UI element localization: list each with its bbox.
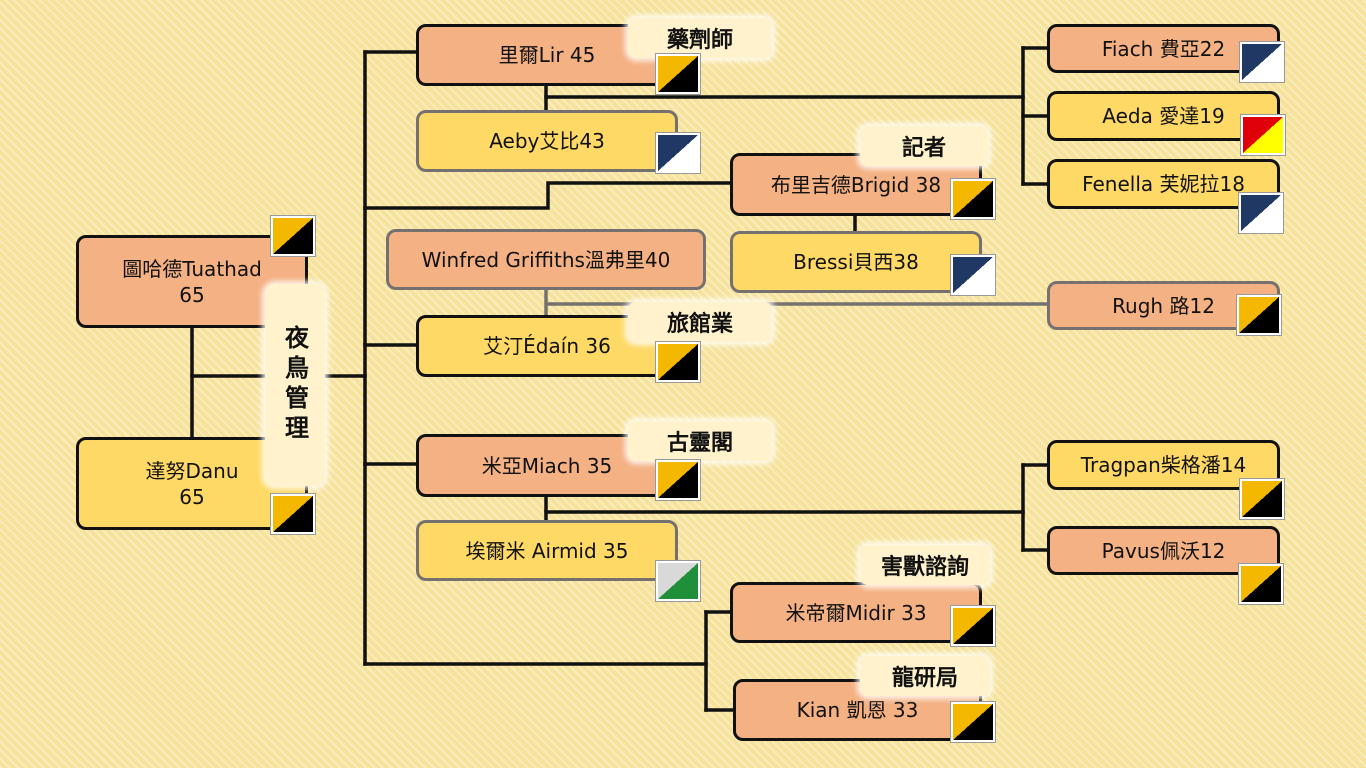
kian-label: Kian 凱恩 33 bbox=[796, 698, 919, 722]
lir-occupation-label: 藥劑師 bbox=[628, 18, 772, 58]
aeby-label: Aeby艾比43 bbox=[489, 129, 605, 153]
midir-label: 米帝爾Midir 33 bbox=[785, 600, 927, 625]
tuathad-name: 圖哈德Tuathad bbox=[122, 256, 262, 281]
tragpan-house-flag-icon bbox=[1240, 479, 1284, 519]
lir-house-flag-icon bbox=[656, 54, 700, 94]
airmid-label: 埃爾米 Airmid 35 bbox=[465, 538, 629, 563]
brigid-house-flag-icon bbox=[951, 179, 995, 219]
person-airmid: 埃爾米 Airmid 35 bbox=[416, 520, 678, 581]
fiach-label: Fiach 費亞22 bbox=[1101, 36, 1226, 61]
kian-occupation-label: 龍研局 bbox=[860, 656, 990, 696]
aeby-house-flag-icon bbox=[656, 133, 700, 173]
winfred-label: Winfred Griffiths溫弗里40 bbox=[421, 247, 671, 272]
aeda-label: Aeda 愛達19 bbox=[1102, 104, 1225, 128]
rugh-label: Rugh 路12 bbox=[1112, 293, 1215, 318]
person-fenella: Fenella 芙妮拉18 bbox=[1047, 159, 1280, 209]
danu-house-flag-icon bbox=[271, 494, 315, 534]
midir-occupation-label: 害獸諮詢 bbox=[860, 545, 990, 585]
person-pavus: Pavus佩沃12 bbox=[1047, 526, 1280, 575]
brigid-occupation-label: 記者 bbox=[860, 126, 988, 166]
tuathad-age: 65 bbox=[179, 282, 205, 307]
tuathad-house-flag-icon bbox=[271, 216, 315, 256]
miach-occupation-label: 古靈閣 bbox=[628, 421, 772, 461]
pavus-house-flag-icon bbox=[1239, 564, 1283, 604]
person-edain: 艾汀Édaín 36 bbox=[416, 315, 678, 377]
fenella-label: Fenella 芙妮拉18 bbox=[1082, 172, 1245, 196]
rugh-house-flag-icon bbox=[1237, 295, 1281, 335]
person-midir: 米帝爾Midir 33 bbox=[730, 582, 982, 643]
bressi-house-flag-icon bbox=[951, 255, 995, 295]
airmid-house-flag-icon bbox=[656, 561, 700, 601]
person-brigid: 布里吉德Brigid 38 bbox=[730, 153, 982, 216]
pavus-label: Pavus佩沃12 bbox=[1101, 538, 1226, 563]
danu-name: 達努Danu bbox=[145, 458, 239, 483]
fiach-house-flag-icon bbox=[1240, 42, 1284, 82]
aeda-house-flag-icon bbox=[1241, 115, 1285, 155]
miach-house-flag-icon bbox=[656, 460, 700, 500]
fenella-house-flag-icon bbox=[1239, 193, 1283, 233]
edain-occupation-label: 旅館業 bbox=[628, 302, 772, 342]
tragpan-label: Tragpan柴格潘14 bbox=[1080, 453, 1247, 477]
midir-house-flag-icon bbox=[951, 606, 995, 646]
edain-house-flag-icon bbox=[656, 342, 700, 382]
family-group-label: 夜鳥管理 bbox=[265, 284, 325, 486]
brigid-label: 布里吉德Brigid 38 bbox=[770, 172, 942, 197]
person-aeby: Aeby艾比43 bbox=[416, 110, 678, 172]
person-winfred: Winfred Griffiths溫弗里40 bbox=[386, 229, 706, 290]
lir-label: 里爾Lir 45 bbox=[498, 43, 596, 67]
person-bressi: Bressi貝西38 bbox=[730, 231, 982, 293]
bressi-label: Bressi貝西38 bbox=[793, 250, 919, 274]
edain-label: 艾汀Édaín 36 bbox=[483, 334, 611, 358]
miach-label: 米亞Miach 35 bbox=[481, 453, 613, 478]
kian-house-flag-icon bbox=[951, 702, 995, 742]
danu-age: 65 bbox=[179, 484, 205, 509]
